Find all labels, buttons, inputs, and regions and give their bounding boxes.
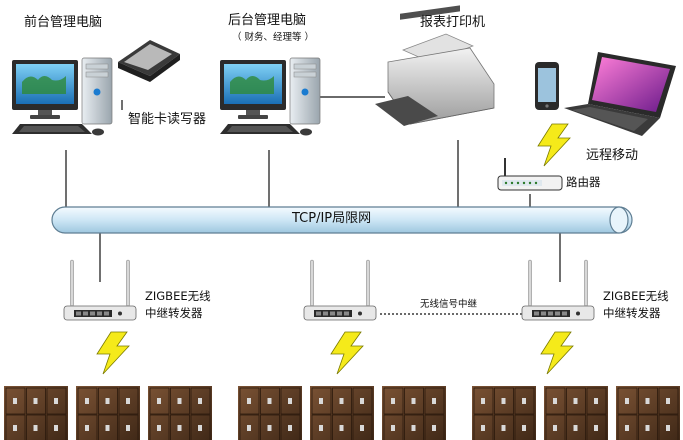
locker-cabinets — [3, 385, 681, 440]
front-pc-icon — [11, 57, 113, 136]
printer-icon — [375, 5, 495, 126]
back-pc-label: 后台管理电脑 — [228, 13, 307, 28]
repeater-left-label-line2: 中继转发器 — [145, 306, 203, 320]
printer-label: 报表打印机 — [420, 15, 486, 30]
cabinet-icon — [543, 385, 609, 440]
cabinet-icon — [309, 385, 375, 440]
repeater-right-label-line2: 中继转发器 — [603, 306, 661, 320]
back-pc-icon — [219, 57, 321, 136]
laptop-icon — [564, 52, 676, 136]
cabinet-icon — [615, 385, 681, 440]
wireless-link-label: 无线信号中继 — [420, 299, 478, 310]
cabinet-icon — [471, 385, 537, 440]
cabinet-icon — [381, 385, 447, 440]
card-reader-icon — [118, 40, 180, 82]
bolt-right-icon — [540, 331, 574, 375]
repeater-left-label-line1: ZIGBEE无线 — [145, 289, 211, 303]
bus-label: TCP/IP局限网 — [292, 211, 372, 226]
router-icon — [497, 158, 563, 191]
remote-label: 远程移动 — [586, 148, 639, 163]
repeater-middle-icon — [303, 259, 377, 321]
smartphone-icon — [535, 62, 559, 110]
repeater-right-icon — [521, 259, 595, 321]
cabinet-icon — [237, 385, 303, 440]
bolt-middle-icon — [330, 331, 364, 375]
bolt-left-icon — [96, 331, 130, 375]
bolt-remote-icon — [537, 123, 571, 167]
card-reader-label: 智能卡读写器 — [128, 112, 207, 127]
repeater-right-label-line1: ZIGBEE无线 — [603, 289, 669, 303]
back-pc-note: （ 财务、经理等 ） — [232, 32, 315, 43]
tcpip-bus — [51, 206, 633, 234]
router-label: 路由器 — [566, 175, 601, 189]
connection-lines — [65, 96, 561, 315]
cabinet-icon — [3, 385, 69, 440]
cabinet-icon — [147, 385, 213, 440]
front-pc-label: 前台管理电脑 — [24, 15, 103, 30]
cabinet-icon — [75, 385, 141, 440]
